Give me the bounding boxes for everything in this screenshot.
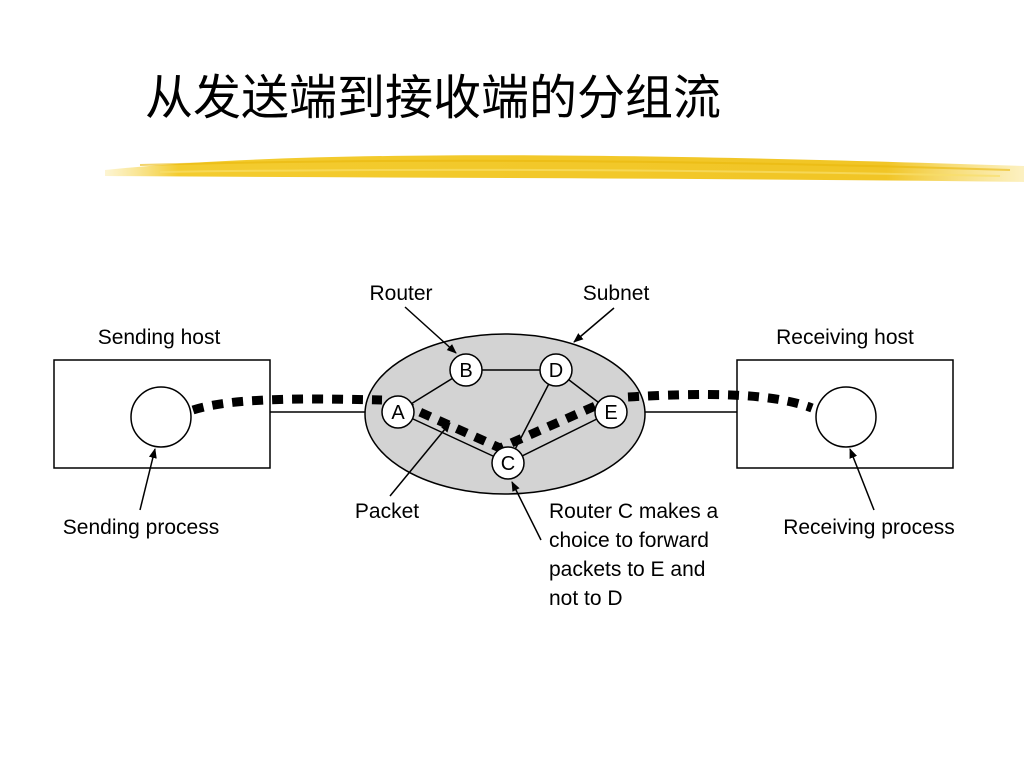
router-a-label: A — [391, 402, 405, 424]
router-a: A — [381, 395, 415, 429]
packet-arrow — [389, 422, 451, 497]
router-c-note-line-3: packets to E and — [549, 558, 705, 581]
sending-process-circle — [130, 386, 192, 448]
title-underline — [105, 155, 1024, 182]
subnet-callout-label: Subnet — [583, 282, 650, 305]
router-arrow — [404, 306, 457, 354]
packet-stream-receiving — [627, 390, 814, 413]
router-c-note-line-1: Router C makes a — [549, 500, 719, 523]
receiving-process-circle — [815, 386, 877, 448]
packet-stream-subnet — [400, 398, 604, 453]
receiving-process-arrow — [849, 448, 875, 511]
sending-host-label: Sending host — [98, 326, 221, 349]
sending-process-arrow — [139, 448, 157, 511]
router-e: E — [594, 395, 628, 429]
router-callout-label: Router — [369, 282, 432, 305]
subnet-ellipse — [364, 333, 646, 495]
callout-arrows — [139, 306, 875, 541]
router-e-label: E — [604, 402, 617, 424]
router-d: D — [539, 353, 573, 387]
sending-process-label: Sending process — [63, 516, 219, 539]
subnet-arrow — [573, 307, 615, 343]
router-c-note-line-4: not to D — [549, 587, 623, 610]
receiving-process-label: Receiving process — [783, 516, 955, 539]
packet-stream-sending — [191, 394, 383, 415]
router-c: C — [491, 446, 525, 480]
router-b: B — [449, 353, 483, 387]
packet-callout-label: Packet — [355, 500, 419, 523]
receiving-host-label: Receiving host — [776, 326, 914, 349]
router-c-label: C — [501, 453, 515, 475]
router-c-note-line-2: choice to forward — [549, 529, 709, 552]
router-b-label: B — [459, 360, 472, 382]
router-d-label: D — [549, 360, 563, 382]
router-c-note: Router C makes a choice to forward packe… — [549, 500, 719, 610]
router-c-arrow — [511, 481, 542, 541]
link-a-c — [397, 411, 509, 464]
link-c-e — [507, 411, 612, 464]
link-d-c — [507, 369, 557, 464]
packet-stream — [191, 390, 814, 453]
slide-title: 从发送端到接收端的分组流 — [145, 70, 722, 126]
